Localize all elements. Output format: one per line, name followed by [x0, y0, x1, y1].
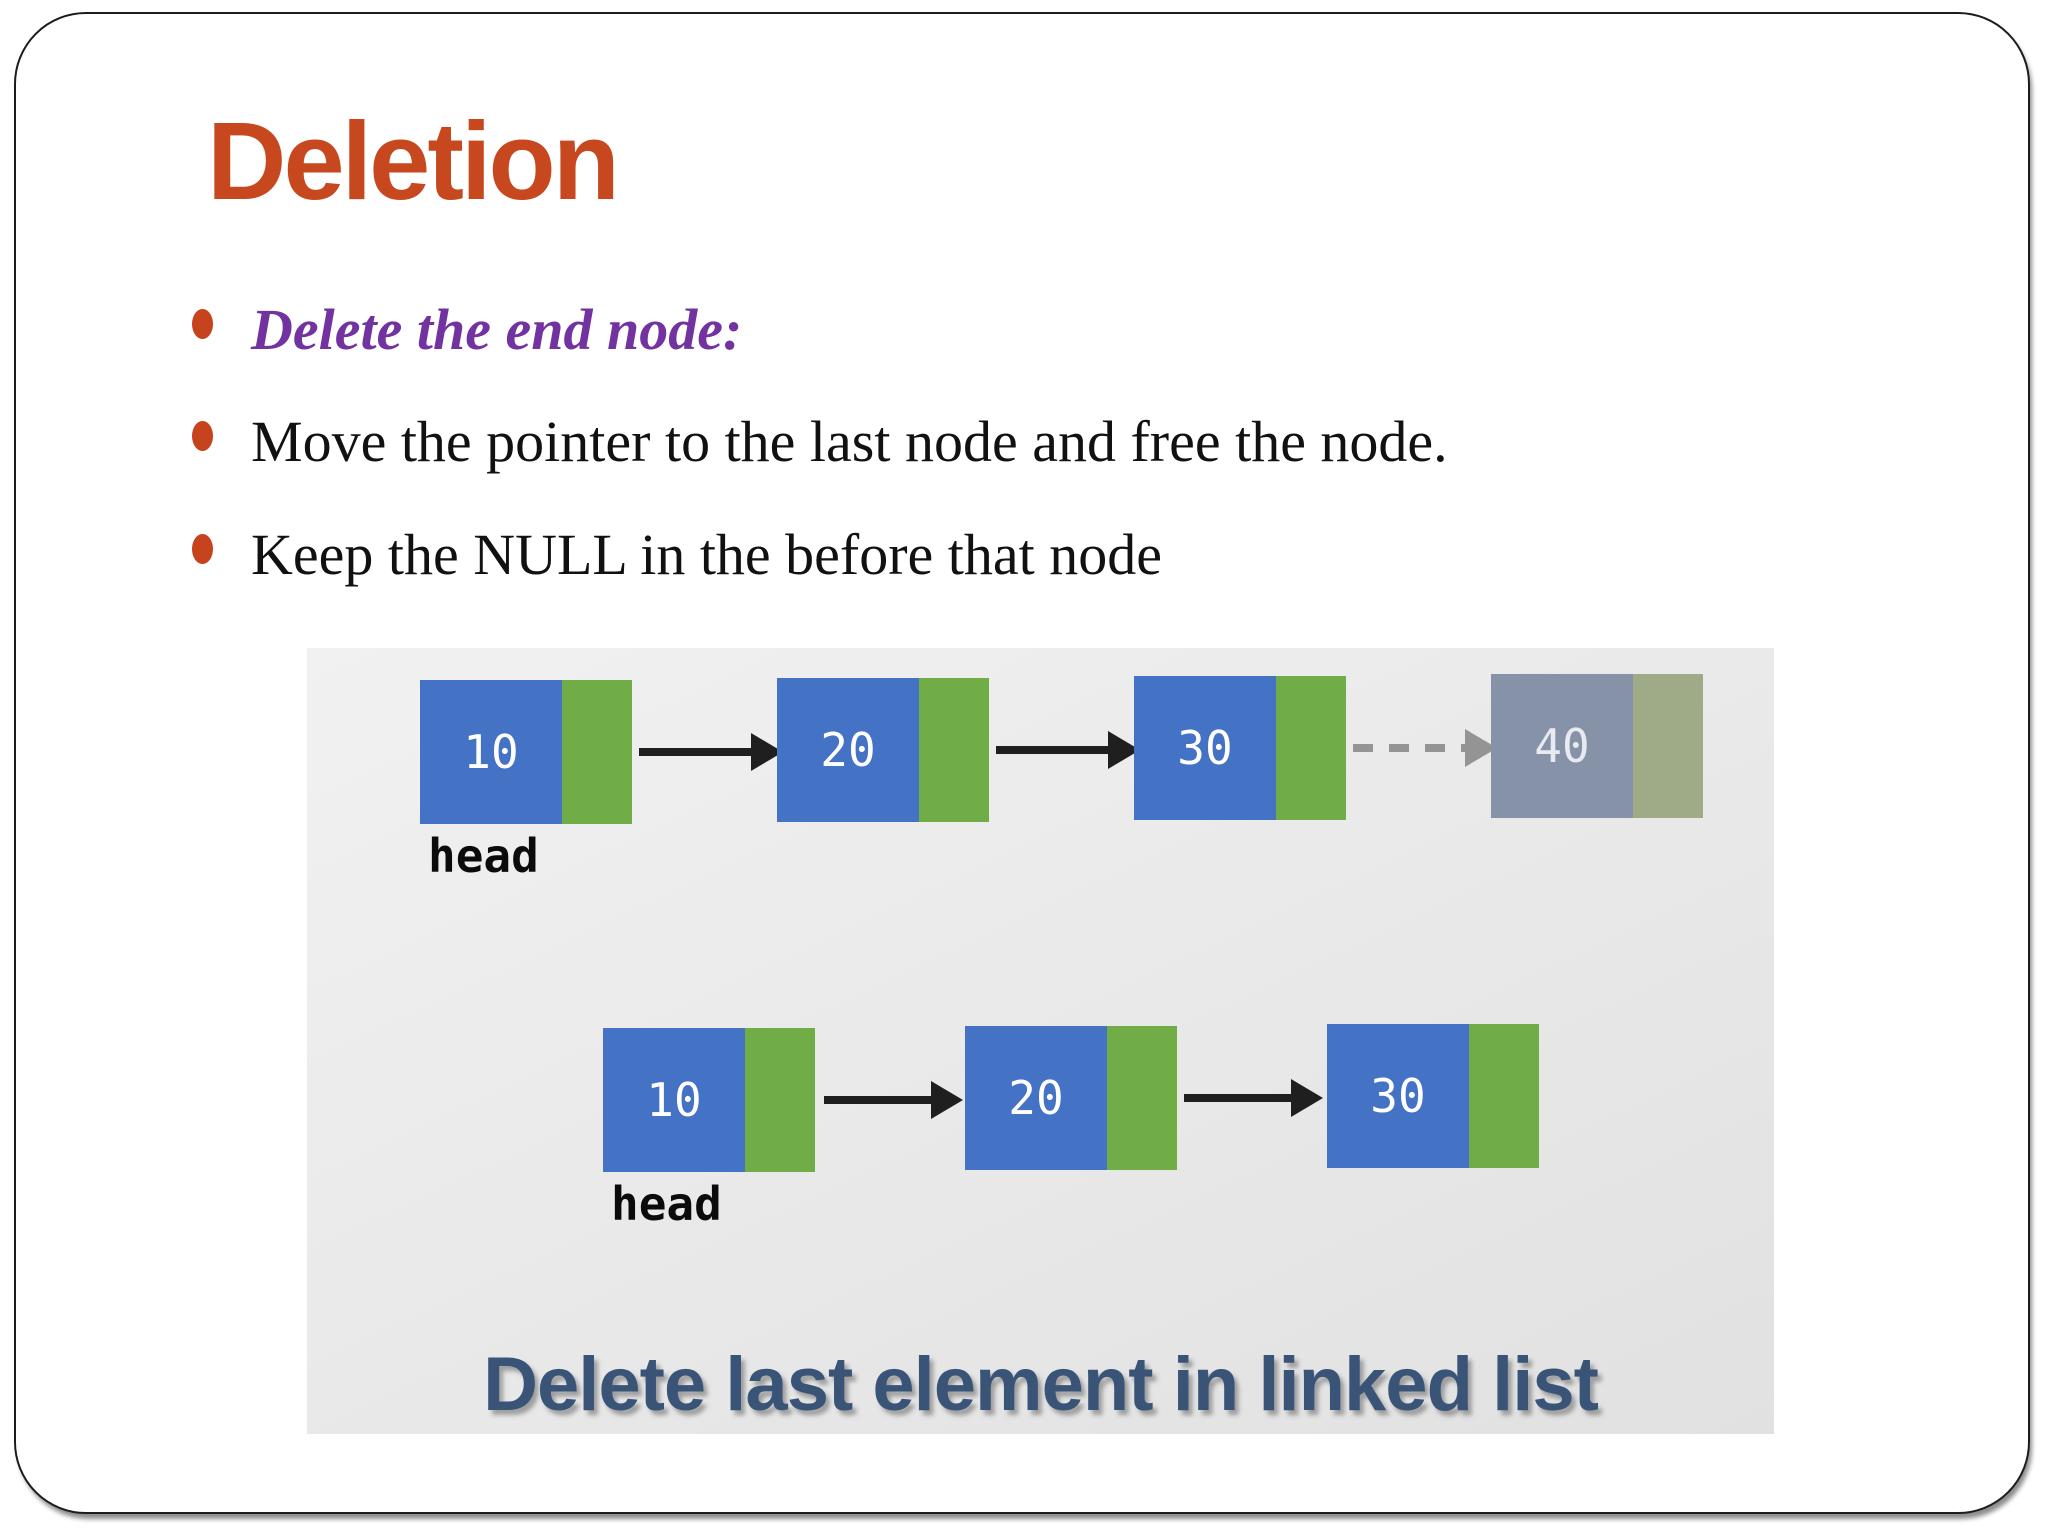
bullet-item: Delete the end node:	[192, 296, 1842, 364]
node-value: 10	[420, 680, 562, 824]
head-label: head	[611, 1177, 722, 1231]
node-next-pointer	[562, 680, 632, 824]
node-value: 20	[965, 1026, 1107, 1170]
head-label: head	[428, 829, 539, 883]
node-value: 10	[603, 1028, 745, 1172]
bullet-icon	[192, 309, 213, 339]
bullet-list: Delete the end node: Move the pointer to…	[192, 296, 1842, 633]
node-30: 30	[1327, 1024, 1539, 1168]
bullet-text: Move the pointer to the last node and fr…	[251, 409, 1448, 475]
node-next-pointer	[1276, 676, 1346, 820]
node-next-pointer	[919, 678, 989, 822]
node-value: 30	[1134, 676, 1276, 820]
bullet-icon	[192, 421, 213, 452]
node-value: 40	[1491, 674, 1633, 818]
bullet-item: Move the pointer to the last node and fr…	[192, 408, 1842, 476]
bullet-text: Delete the end node:	[251, 297, 743, 362]
node-next-pointer	[1469, 1024, 1539, 1168]
slide-title: Deletion	[207, 100, 620, 223]
node-next-pointer	[1633, 674, 1703, 818]
bullet-item: Keep the NULL in the before that node	[192, 521, 1842, 589]
linked-list-diagram: 10 head 20 30 40 10 head 20	[307, 648, 1774, 1434]
bullet-icon	[192, 533, 213, 564]
node-value: 30	[1327, 1024, 1469, 1168]
node-20: 20	[965, 1026, 1177, 1170]
arrow-solid	[824, 1096, 931, 1104]
node-value: 20	[777, 678, 919, 822]
arrow-solid	[1184, 1094, 1291, 1102]
diagram-caption: Delete last element in linked list	[483, 1342, 1599, 1427]
node-30: 30	[1134, 676, 1346, 820]
arrow-solid	[996, 746, 1108, 754]
node-next-pointer	[745, 1028, 815, 1172]
arrow-solid	[639, 748, 751, 756]
arrow-dashed	[1353, 744, 1465, 752]
node-next-pointer	[1107, 1026, 1177, 1170]
node-10: 10 head	[603, 1028, 815, 1231]
node-10: 10 head	[420, 680, 632, 883]
bullet-text: Keep the NULL in the before that node	[251, 521, 1163, 587]
node-20: 20	[777, 678, 989, 822]
node-40-faded: 40	[1491, 674, 1703, 818]
